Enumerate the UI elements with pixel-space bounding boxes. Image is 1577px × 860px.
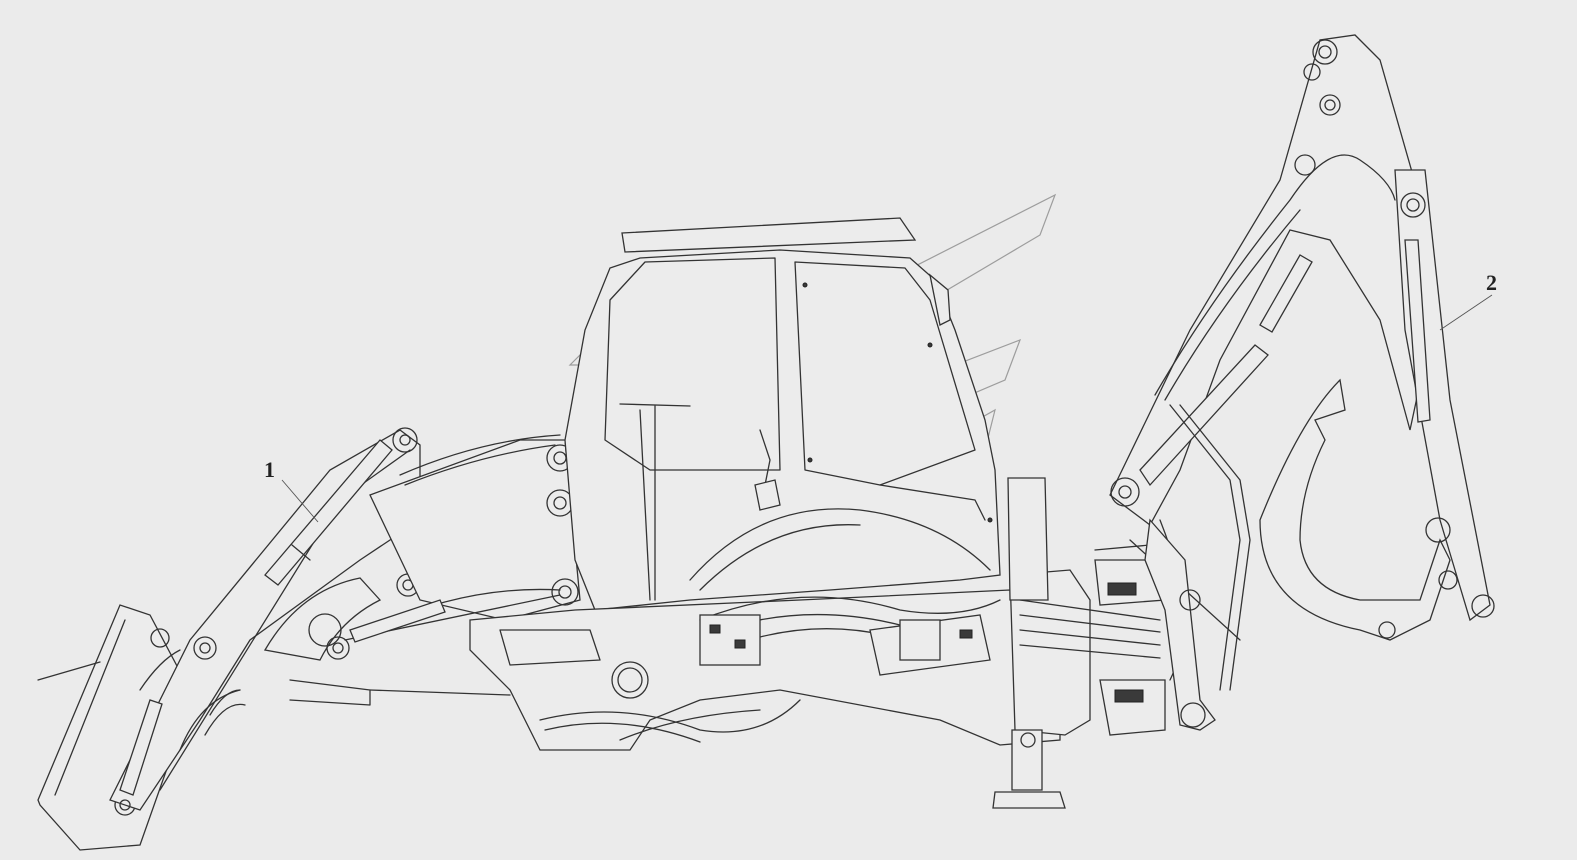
loader-tower xyxy=(344,434,581,643)
stabilizer-leg xyxy=(992,477,1066,809)
backhoe-arm xyxy=(1109,34,1495,731)
cab xyxy=(564,217,1001,611)
swing-frame xyxy=(1094,544,1166,736)
callout-leaders xyxy=(281,294,1493,523)
loader-arm xyxy=(109,427,421,811)
callout-2-label: 2 xyxy=(1486,270,1497,295)
chassis xyxy=(289,569,1161,751)
callout-1-label: 1 xyxy=(264,457,275,482)
